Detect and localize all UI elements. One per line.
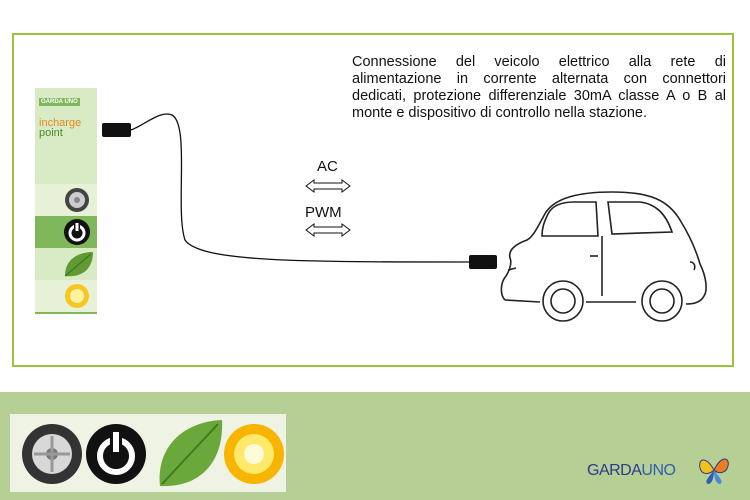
sun-icon (224, 424, 284, 484)
slide-frame (12, 33, 734, 367)
vehicle-connector (469, 255, 497, 269)
pwm-arrow-icon (305, 223, 351, 237)
tire-icon (65, 188, 89, 212)
electric-car-icon (500, 191, 707, 322)
brand-uno: UNO (641, 462, 676, 479)
station-cell-tire (35, 184, 97, 216)
power-icon (64, 219, 90, 245)
charging-station: GARDA UNO incharge point (35, 88, 97, 314)
ac-arrow-icon (305, 179, 351, 193)
power-icon (86, 424, 146, 484)
charging-cable (130, 113, 471, 263)
brand-logo: GARDAUNO (587, 462, 676, 480)
leaf-icon (64, 252, 93, 277)
pwm-label: PWM (305, 204, 342, 221)
station-tag-point: point (39, 127, 63, 139)
station-cell-leaf (35, 248, 97, 280)
ac-label: AC (317, 158, 338, 175)
connection-diagram (102, 113, 707, 322)
station-connector (102, 123, 131, 137)
butterfly-icon (699, 458, 729, 484)
station-cell-power (35, 216, 97, 248)
footer-icons (22, 420, 284, 487)
leaf-icon (159, 420, 223, 487)
station-tag: incharge point (39, 117, 82, 139)
description-text: Connessione del veicolo elettrico alla r… (352, 54, 726, 121)
sun-icon (65, 284, 89, 308)
tire-icon (22, 424, 82, 484)
station-brand: GARDA UNO (39, 98, 80, 106)
station-tag-in: in (39, 117, 48, 129)
station-tag-charge: charge (47, 117, 82, 129)
footer-band (0, 392, 750, 500)
station-cell-sun (35, 280, 97, 312)
footer-icon-strip (10, 414, 286, 492)
brand-garda: GARDA (587, 462, 642, 479)
